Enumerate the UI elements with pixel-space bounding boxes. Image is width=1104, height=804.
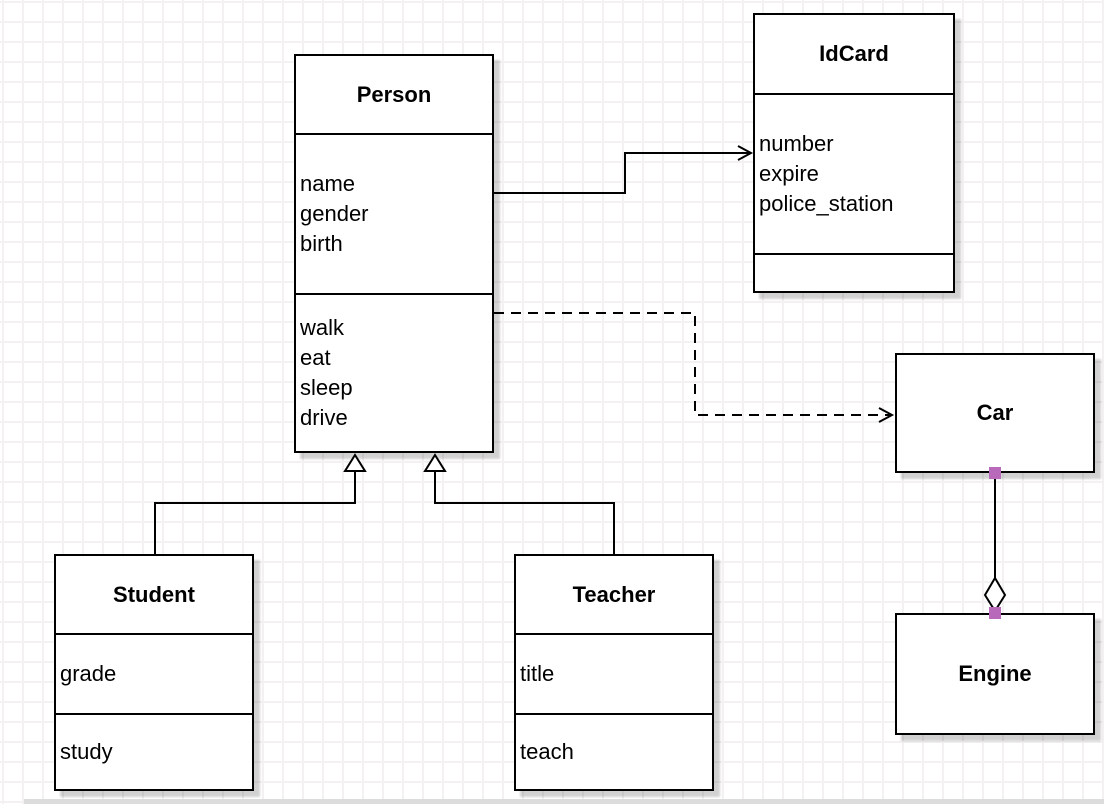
class-teacher[interactable]: Teacher title teach: [514, 554, 714, 791]
class-attribute: name: [300, 171, 356, 196]
endpoint-marker[interactable]: [989, 607, 1001, 619]
class-attribute: title: [520, 661, 555, 686]
class-title: Teacher: [572, 581, 656, 607]
connector-student-person-generalization[interactable]: [154, 453, 367, 554]
class-engine[interactable]: Engine: [895, 613, 1095, 735]
connector-teacher-person-generalization[interactable]: [423, 453, 615, 554]
methods-section: study: [56, 713, 252, 789]
hollow-triangle-icon: [423, 453, 447, 472]
attributes-section: grade: [56, 633, 252, 713]
connector-person-idcard-association[interactable]: [494, 145, 754, 194]
class-attribute: grade: [60, 661, 117, 686]
class-attribute: birth: [300, 231, 343, 256]
class-student[interactable]: Student grade study: [54, 554, 254, 791]
class-car[interactable]: Car: [895, 353, 1095, 473]
class-attribute: expire: [759, 161, 819, 186]
class-attribute: number: [759, 131, 834, 156]
open-arrowhead-icon: [878, 407, 895, 423]
class-attribute: police_station: [759, 191, 894, 216]
class-person[interactable]: Person name gender birth walk eat sleep …: [294, 54, 494, 453]
methods-section-empty: [755, 253, 953, 291]
open-arrowhead-icon: [737, 145, 754, 161]
connector-person-car-dependency[interactable]: [494, 312, 895, 423]
class-method: eat: [300, 345, 331, 370]
class-method: teach: [520, 739, 574, 764]
class-method: study: [60, 739, 113, 764]
class-method: sleep: [300, 375, 353, 400]
methods-section: walk eat sleep drive: [296, 293, 492, 451]
class-title: Person: [356, 81, 432, 107]
class-title: IdCard: [819, 41, 889, 66]
endpoint-marker[interactable]: [989, 467, 1001, 479]
class-method: drive: [300, 405, 348, 430]
class-idcard[interactable]: IdCard number expire police_station: [753, 13, 955, 293]
attributes-section: title: [516, 633, 712, 713]
class-method: walk: [300, 315, 345, 340]
methods-section: teach: [516, 713, 712, 789]
attributes-section: number expire police_station: [755, 93, 953, 253]
class-attribute: gender: [300, 201, 369, 226]
class-title: Student: [113, 581, 195, 607]
class-title: Car: [976, 400, 1014, 425]
class-title: Engine: [958, 661, 1032, 686]
hollow-triangle-icon: [343, 453, 367, 472]
canvas-bottom-edge: [24, 799, 1104, 804]
connector-car-engine-aggregation[interactable]: [983, 467, 1007, 619]
attributes-section: name gender birth: [296, 133, 492, 293]
